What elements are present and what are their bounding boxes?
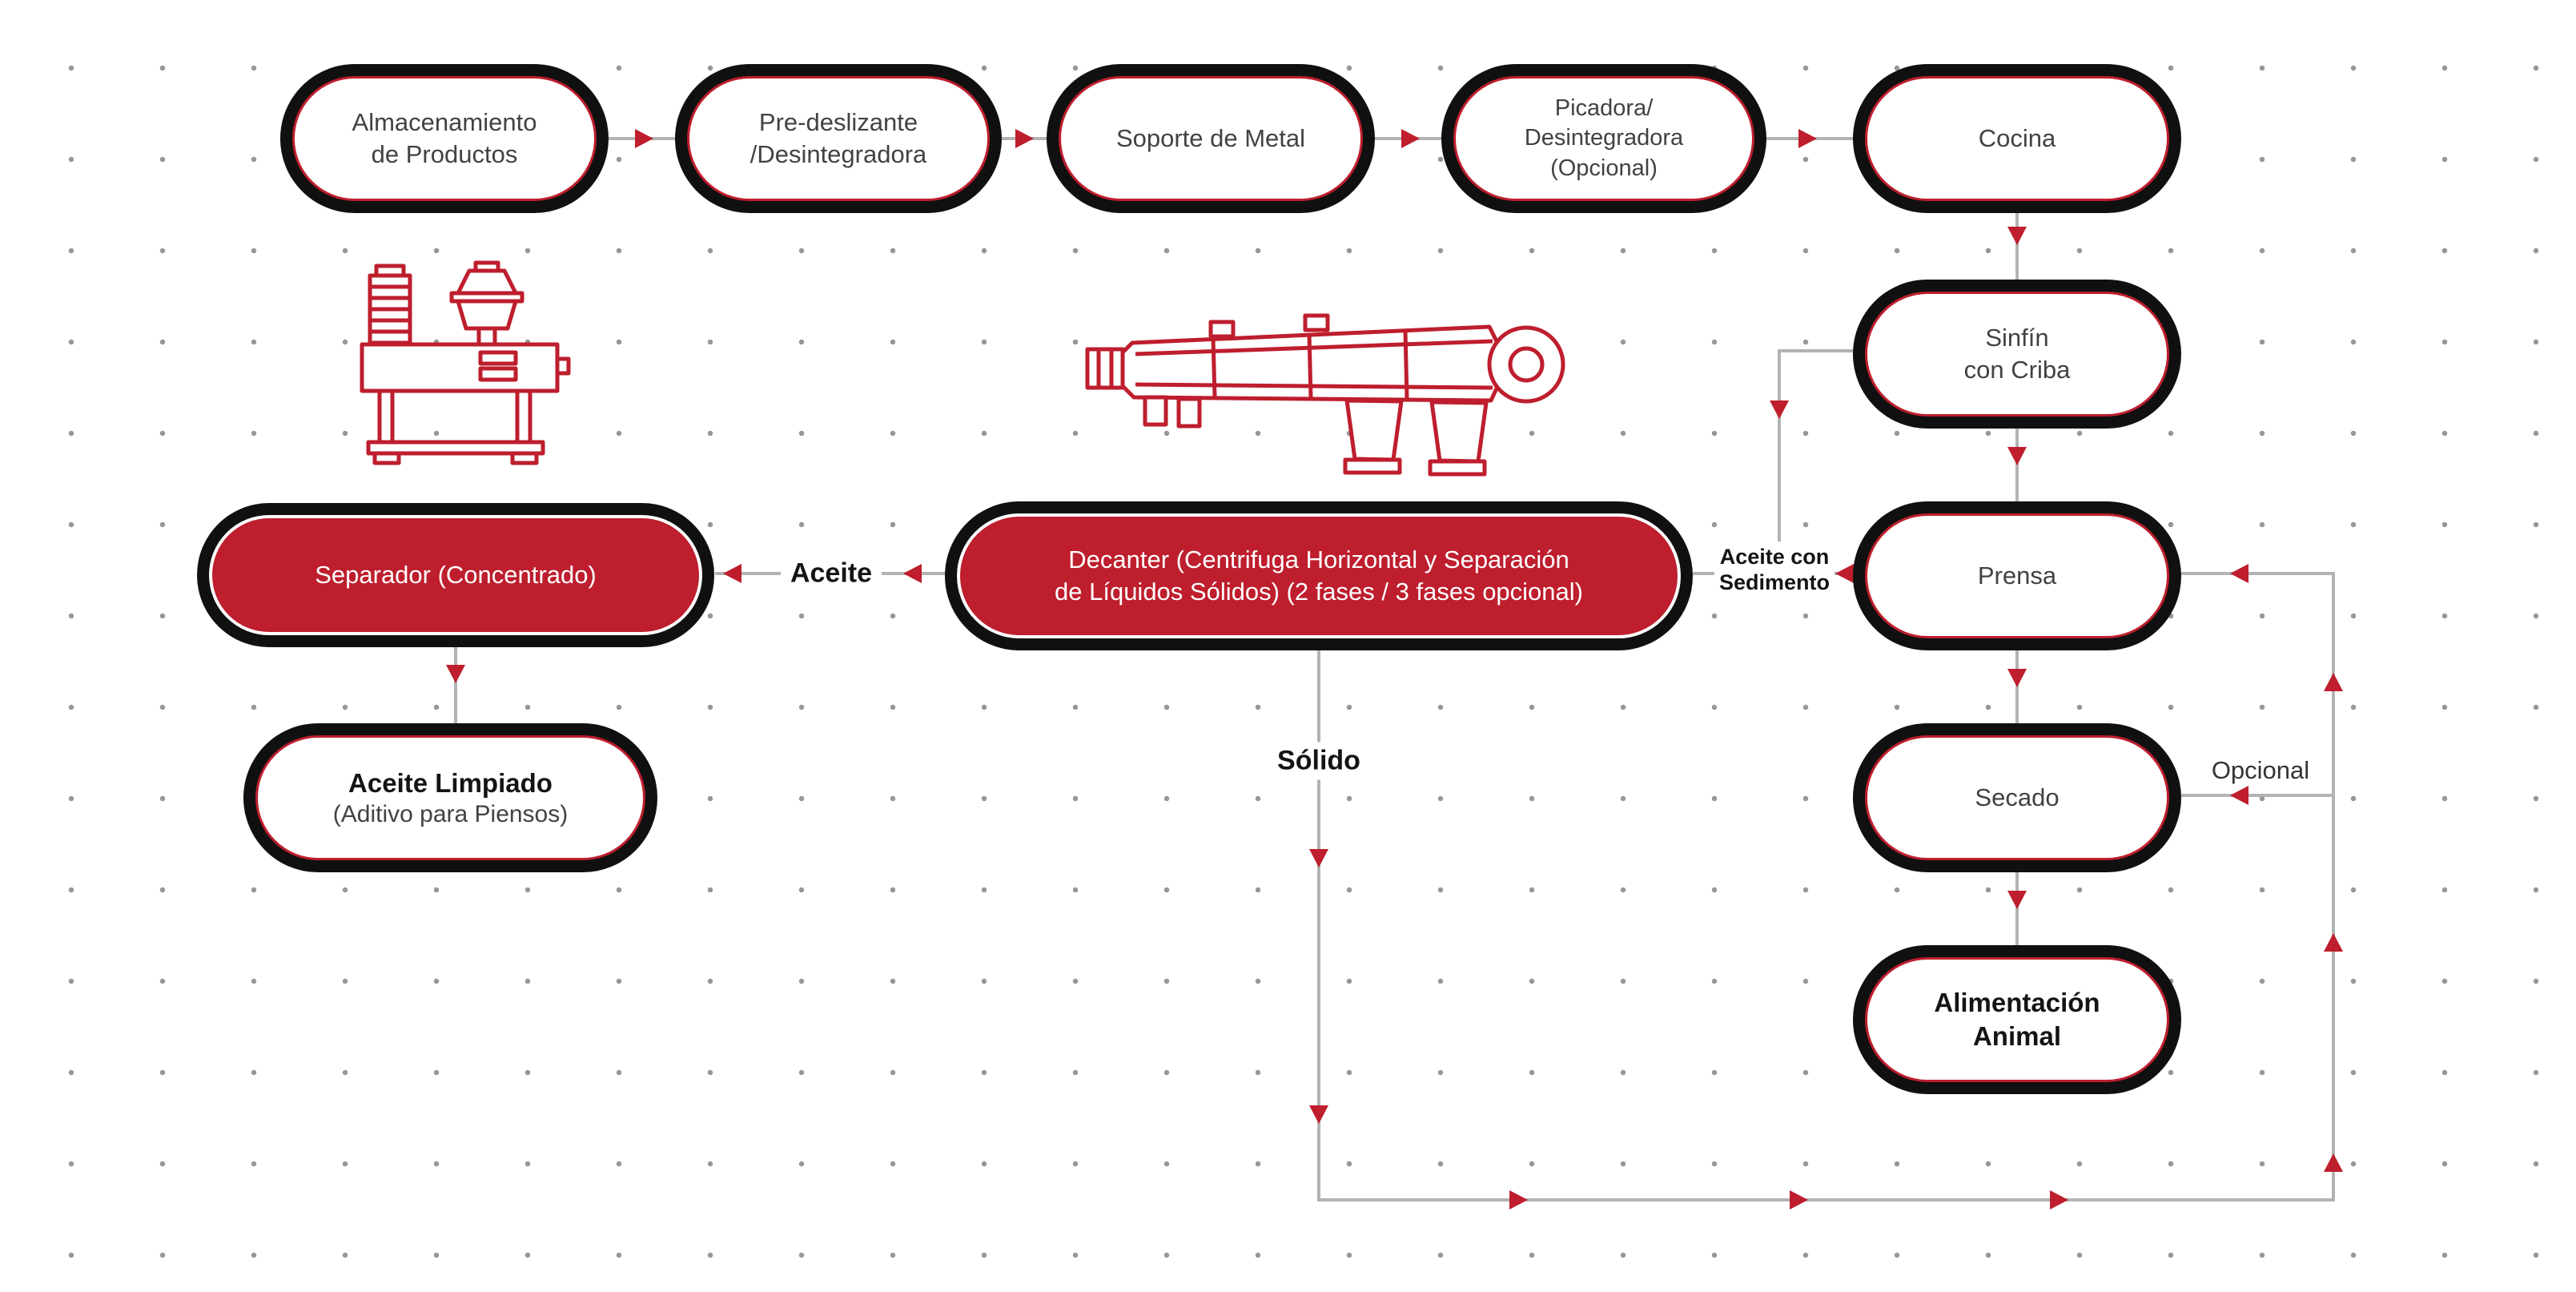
edge-sinfin-bypass-h xyxy=(1778,349,1853,352)
arrowhead-icon xyxy=(1835,564,1854,583)
arrowhead-icon xyxy=(2007,669,2027,687)
arrowhead-icon xyxy=(2007,227,2027,245)
arrowhead-icon xyxy=(2324,933,2343,952)
separator-machine-icon xyxy=(360,260,571,465)
node-prensa: Prensa xyxy=(1853,501,2181,650)
arrowhead-icon xyxy=(2050,1190,2068,1209)
edge-solido-bottom-h xyxy=(1317,1198,2335,1201)
node-alimentacion-animal: Alimentación Animal xyxy=(1853,945,2181,1094)
label-aceite: Aceite xyxy=(780,554,882,593)
decanter-machine-icon xyxy=(1085,313,1565,477)
arrowhead-icon xyxy=(1509,1190,1528,1209)
arrowhead-icon xyxy=(903,564,922,583)
label-solido: Sólido xyxy=(1268,742,1370,780)
node-decanter-label: Decanter (Centrifuga Horizontal y Separa… xyxy=(1055,545,1583,606)
arrowhead-icon xyxy=(1309,849,1328,867)
node-predeslizante: Pre-deslizante /Desintegradora xyxy=(675,64,1002,213)
node-cocina: Cocina xyxy=(1853,64,2181,213)
edge-solido-return-v xyxy=(2332,572,2335,1201)
node-decanter: Decanter (Centrifuga Horizontal y Separa… xyxy=(945,501,1693,650)
arrowhead-icon xyxy=(2324,1153,2343,1172)
node-secado: Secado xyxy=(1853,723,2181,872)
edge-decanter-solido-v xyxy=(1317,650,1320,1201)
arrowhead-icon xyxy=(2230,786,2248,805)
edge-return-prensa xyxy=(2181,572,2333,575)
node-aceite-limpiado: Aceite Limpiado (Aditivo para Piensos) xyxy=(243,723,657,872)
node-alimentacion-label: Alimentación Animal xyxy=(1934,987,2100,1051)
node-aceite-limpiado-subtitle: (Aditivo para Piensos) xyxy=(332,800,569,827)
node-almacenamiento-label: Almacenamiento de Productos xyxy=(352,108,537,168)
edge-return-secado xyxy=(2181,794,2333,797)
arrowhead-icon xyxy=(1401,129,1420,148)
arrowhead-icon xyxy=(635,129,653,148)
node-predeslizante-label: Pre-deslizante /Desintegradora xyxy=(749,108,927,168)
node-soporte-de-metal: Soporte de Metal xyxy=(1047,64,1375,213)
node-secado-label: Secado xyxy=(1975,783,2060,812)
arrowhead-icon xyxy=(723,564,741,583)
arrowhead-icon xyxy=(1798,129,1817,148)
arrowhead-icon xyxy=(2007,891,2027,909)
node-prensa-label: Prensa xyxy=(1977,561,2057,590)
arrowhead-icon xyxy=(1790,1190,1808,1209)
node-soporte-label: Soporte de Metal xyxy=(1115,124,1306,153)
arrowhead-icon xyxy=(2324,673,2343,691)
arrowhead-icon xyxy=(446,665,465,683)
label-opcional: Opcional xyxy=(2211,756,2310,784)
node-sinfin-label: Sinfín con Criba xyxy=(1963,324,2071,384)
edge-separador-aceitelimpiado xyxy=(454,647,457,723)
arrowhead-icon xyxy=(1770,400,1789,419)
node-picadora: Picadora/ Desintegradora (Opcional) xyxy=(1441,64,1766,213)
edge-cocina-sinfin xyxy=(2015,213,2019,280)
node-cocina-label: Cocina xyxy=(1978,124,2056,153)
node-sinfin-con-criba: Sinfín con Criba xyxy=(1853,280,2181,429)
arrowhead-icon xyxy=(1309,1105,1328,1124)
edge-sinfin-bypass-v xyxy=(1778,349,1781,575)
node-almacenamiento: Almacenamiento de Productos xyxy=(280,64,609,213)
arrowhead-icon xyxy=(2007,447,2027,465)
node-separador-label: Separador (Concentrado) xyxy=(315,561,597,590)
node-separador-concentrado: Separador (Concentrado) xyxy=(197,503,714,647)
node-aceite-limpiado-title: Aceite Limpiado xyxy=(348,767,553,798)
node-picadora-label: Picadora/ Desintegradora (Opcional) xyxy=(1524,95,1684,181)
arrowhead-icon xyxy=(1015,129,1034,148)
label-aceite-con-sedimento: Aceite con Sedimento xyxy=(1714,541,1835,599)
arrowhead-icon xyxy=(2230,564,2248,583)
